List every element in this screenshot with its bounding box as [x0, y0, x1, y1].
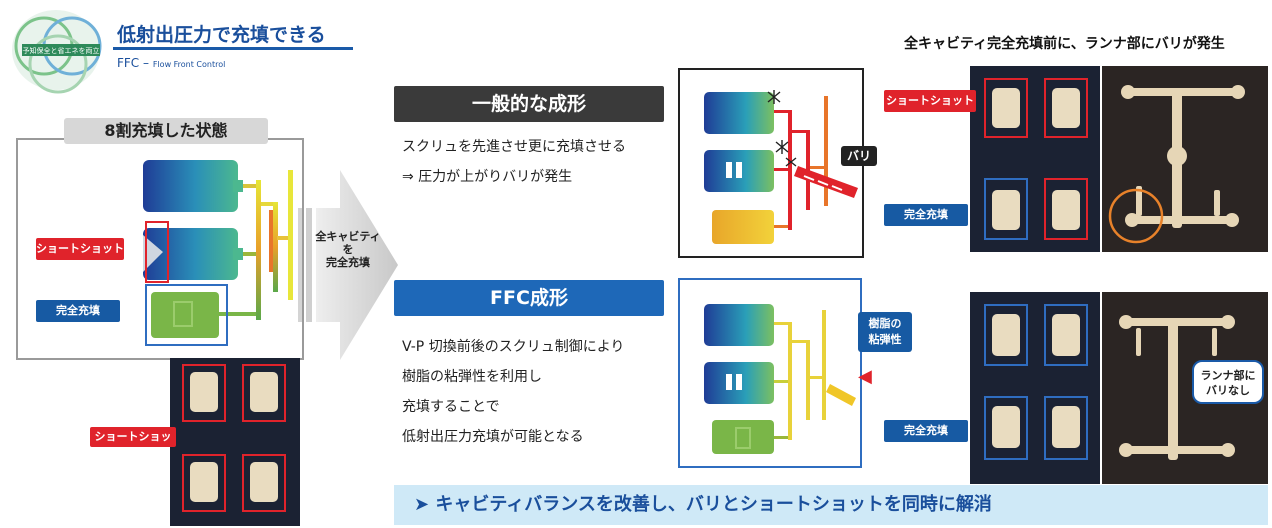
general-parts-photo: [970, 66, 1100, 252]
general-molding-diagram: [678, 68, 864, 258]
molded-part: [190, 372, 218, 412]
subtitle-small: Flow Front Control: [152, 60, 226, 69]
page-subtitle: FFC – Flow Front Control: [117, 56, 225, 70]
top-short-shot-tag: ショートショット: [884, 90, 976, 112]
big-right-arrow: [290, 170, 400, 364]
subtitle-dash: –: [143, 56, 150, 70]
full-fill-frame: [1044, 304, 1088, 366]
resin-callout-line1: 樹脂の: [868, 317, 902, 330]
molded-part: [992, 314, 1020, 356]
ffc-line-3: 充填することで: [402, 399, 500, 415]
molded-part: [250, 462, 278, 502]
bottom-full-fill-tag: 完全充填: [884, 420, 968, 442]
photo-short-shot-tag: ショートショット: [90, 427, 176, 463]
logo-text: 予知保全と省エネを両立: [23, 46, 100, 55]
banner-arrow-icon: ➤: [414, 494, 430, 515]
short-shot-frame: [242, 364, 286, 422]
fill-state-panel: [16, 138, 304, 360]
ffc-line-2: 樹脂の粘弾性を利用し: [402, 369, 542, 385]
banner-text: キャビティバランスを改善し、バリとショートショットを同時に解消: [435, 494, 992, 515]
short-shot-frame: [182, 364, 226, 422]
full-fill-frame: [984, 304, 1028, 366]
logo: 予知保全と省エネを両立: [8, 6, 116, 98]
short-shot-frame: [984, 78, 1028, 138]
molded-part: [190, 462, 218, 502]
no-burr-note: ランナ部に バリなし: [1192, 360, 1264, 404]
short-shot-frame: [182, 454, 226, 512]
subtitle-ffc: FFC: [117, 56, 140, 70]
ffc-parts-photo: [970, 292, 1100, 484]
ffc-molding-diagram: [678, 278, 862, 468]
resin-callout-line2: 粘弾性: [868, 333, 902, 346]
page-title: 低射出圧力で充填できる: [117, 24, 326, 46]
molded-part: [1052, 88, 1080, 128]
no-burr-line1: ランナ部に: [1200, 369, 1256, 382]
resin-callout-box: 樹脂の 粘弾性: [858, 312, 912, 352]
general-molding-heading: 一般的な成形: [394, 86, 664, 122]
general-description: スクリュを先進させ更に充填させる ⇒ 圧力が上がりバリが発生: [402, 132, 672, 192]
arrow-label: 全キャビティを 完全充填: [313, 230, 383, 269]
resin-callout: 樹脂の 粘弾性: [858, 312, 912, 352]
short-shot-tag: ショートショット: [36, 238, 124, 260]
full-fill-frame: [984, 178, 1028, 240]
full-fill-frame: [1044, 396, 1088, 460]
general-line-2: ⇒ 圧力が上がりバリが発生: [402, 169, 573, 185]
full-fill-tag: 完全充填: [36, 300, 120, 322]
red-arrow-icon: ◀: [858, 366, 872, 387]
arrow-label-line1: 全キャビティを: [315, 230, 381, 256]
title-underline: [113, 47, 353, 50]
short-shot-frame: [1044, 178, 1088, 240]
molded-part: [250, 372, 278, 412]
molded-part: [1052, 190, 1080, 230]
conclusion-banner: ➤ キャビティバランスを改善し、バリとショートショットを同時に解消: [394, 485, 1268, 525]
short-shot-frame: [242, 454, 286, 512]
molded-part: [1052, 406, 1080, 448]
ffc-description: V-P 切換前後のスクリュ制御により 樹脂の粘弾性を利用し 充填することで 低射…: [402, 332, 682, 452]
full-fill-frame: [984, 396, 1028, 460]
fill-state-diagram: [143, 160, 293, 346]
ffc-line-1: V-P 切換前後のスクリュ制御により: [402, 339, 625, 355]
general-runner-photo: [1102, 66, 1268, 252]
no-burr-line2: バリなし: [1206, 384, 1250, 397]
molded-part: [1052, 314, 1080, 356]
molded-part: [992, 406, 1020, 448]
general-line-1: スクリュを先進させ更に充填させる: [402, 139, 626, 155]
ffc-line-4: 低射出圧力充填が可能となる: [402, 429, 584, 445]
ffc-molding-heading: FFC成形: [394, 280, 664, 316]
molded-part: [992, 88, 1020, 128]
burr-note: 全キャビティ完全充填前に、ランナ部にバリが発生: [904, 36, 1225, 52]
molded-part: [992, 190, 1020, 230]
burr-label: バリ: [841, 146, 877, 166]
arrow-label-line2: 完全充填: [326, 256, 370, 269]
short-shot-frame: [1044, 78, 1088, 138]
left-molded-parts-photo: [170, 358, 300, 526]
top-full-fill-tag: 完全充填: [884, 204, 968, 226]
fill-state-title: 8割充填した状態: [64, 118, 268, 144]
